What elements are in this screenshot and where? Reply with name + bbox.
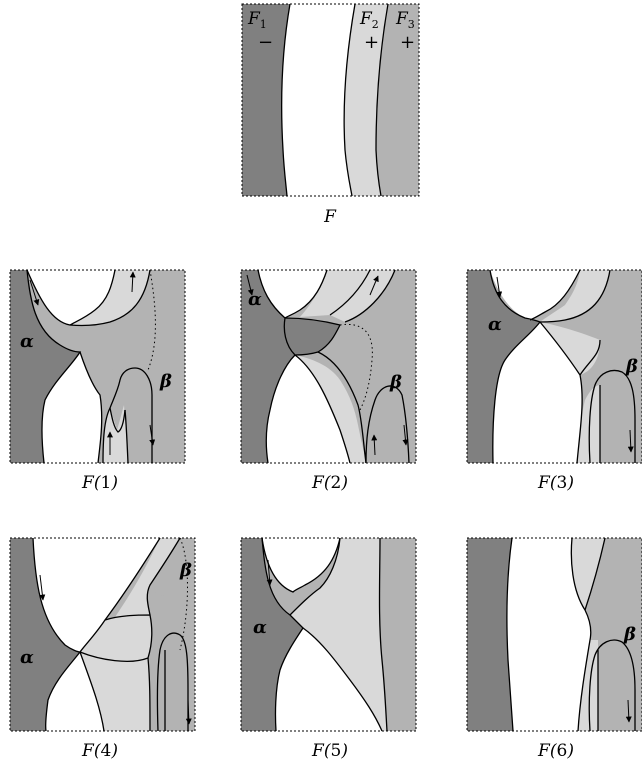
panel-6-caption: F(6): [537, 741, 574, 761]
panel-3: α β F(3): [467, 270, 642, 493]
sheet3-sign: +: [400, 32, 415, 53]
panel-f: F1 − F2 + F3 + F: [242, 4, 419, 227]
alpha-label: α: [253, 617, 267, 638]
alpha-label: α: [248, 289, 262, 310]
panel-1: α β F(1): [10, 270, 185, 493]
panel-6: β F(6): [467, 538, 642, 761]
alpha-label: α: [488, 314, 502, 335]
sheet2-sign: +: [364, 32, 379, 53]
beta-label: β: [623, 624, 636, 645]
panel-2: α β F(2): [241, 270, 416, 493]
alpha-label: α: [20, 331, 34, 352]
panel-1-caption: F(1): [81, 473, 118, 493]
beta-label: β: [179, 560, 192, 581]
panel-2-caption: F(2): [311, 473, 348, 493]
sheet1-sign: −: [258, 32, 273, 53]
panel-f-caption: F: [323, 207, 337, 227]
beta-label: β: [389, 372, 402, 393]
panel-5: α F(5): [241, 538, 416, 761]
alpha-label: α: [20, 647, 34, 668]
beta-label: β: [625, 356, 638, 377]
panel-4: α β F(4): [10, 538, 195, 761]
beta-label: β: [159, 371, 172, 392]
panel-5-caption: F(5): [311, 741, 348, 761]
panel-3-caption: F(3): [537, 473, 574, 493]
panel-4-caption: F(4): [81, 741, 118, 761]
